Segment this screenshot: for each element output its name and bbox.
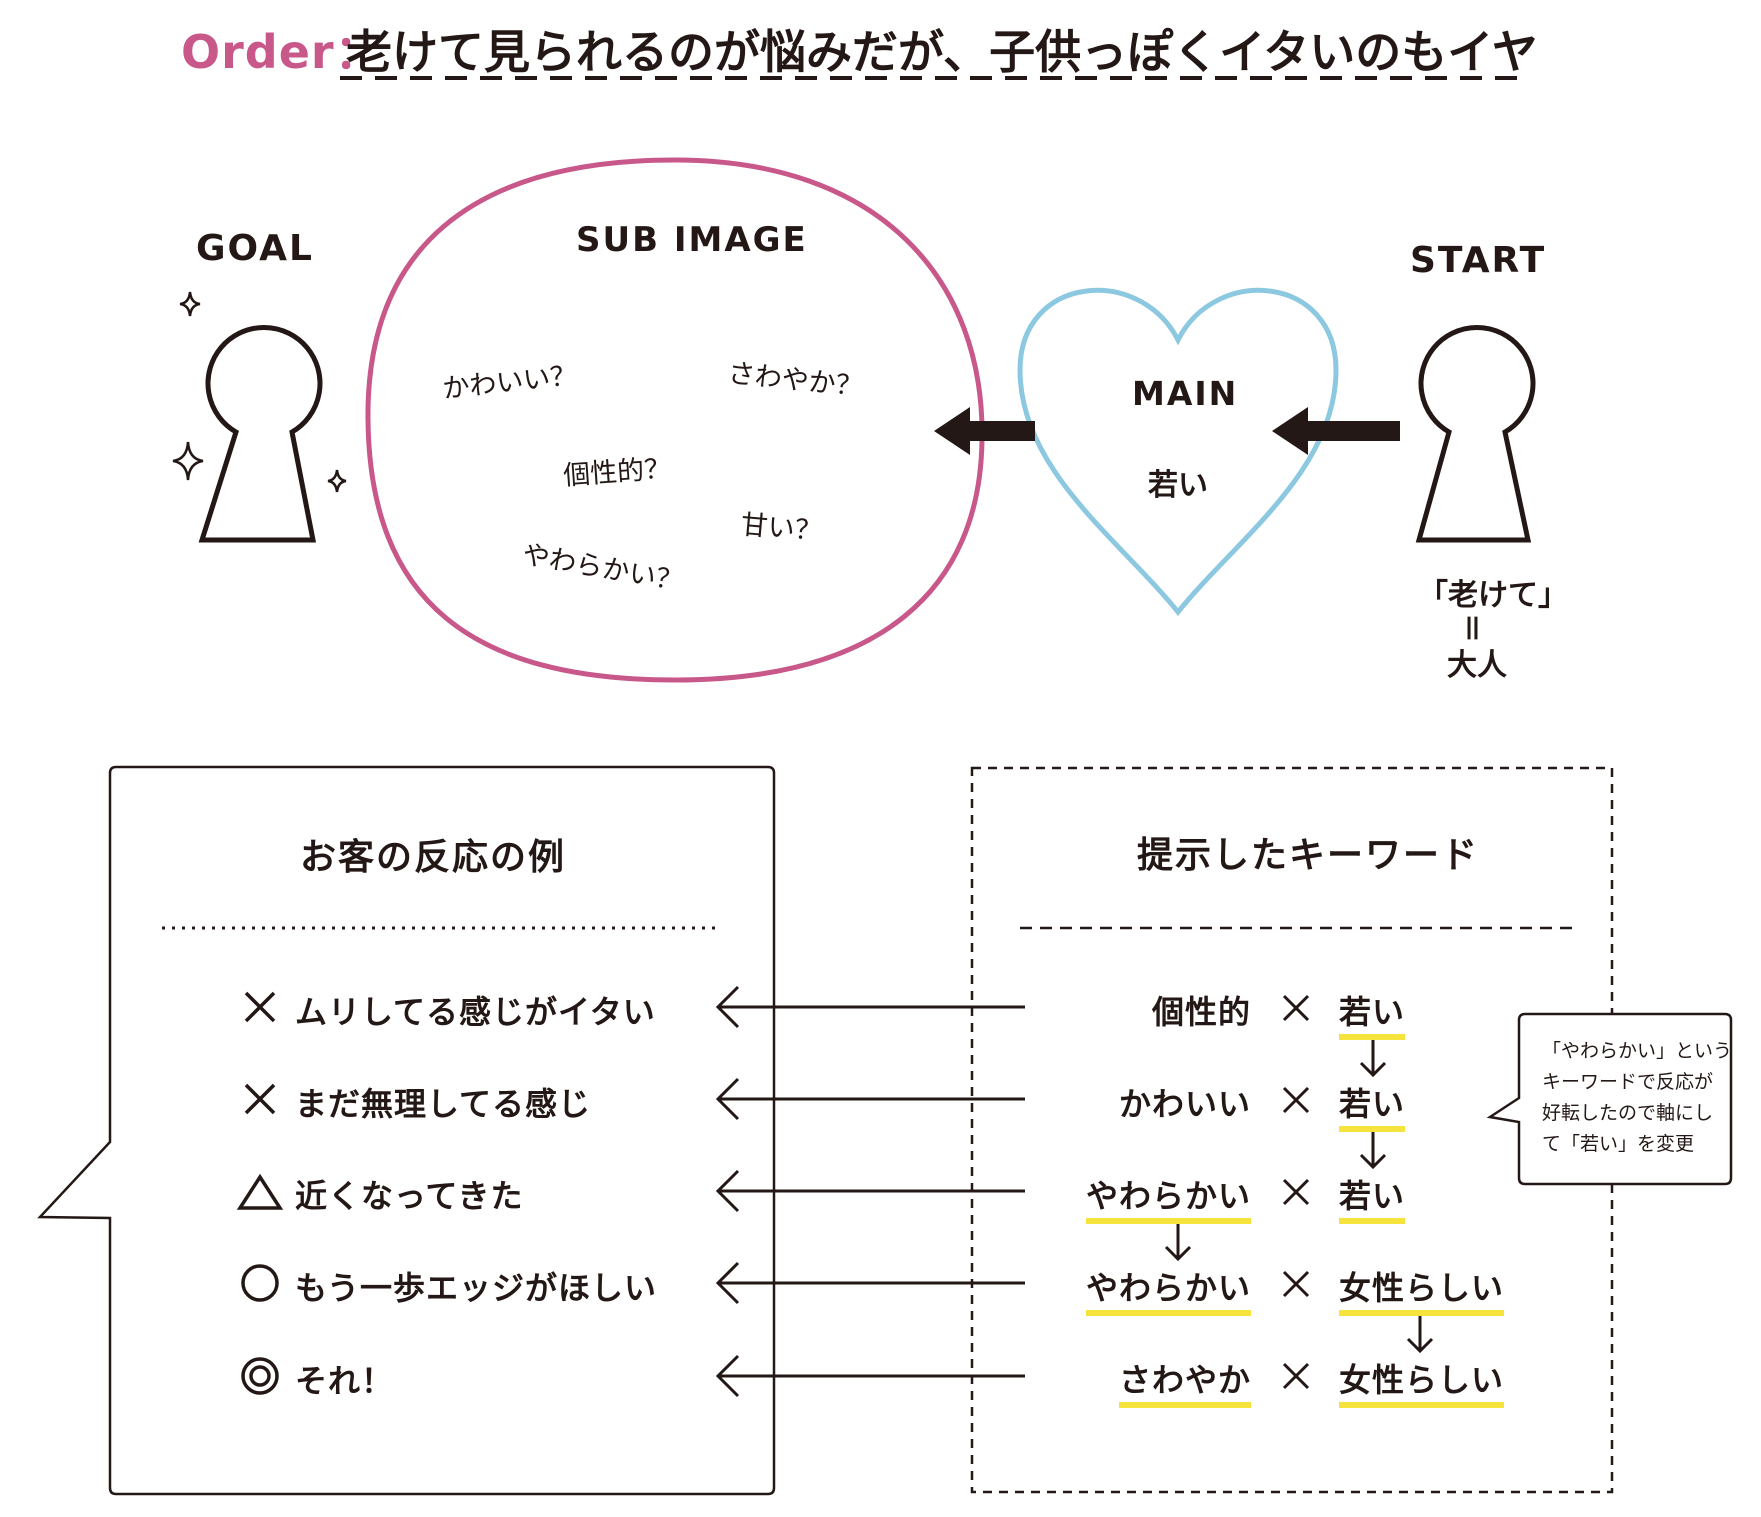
- times-icon: [1282, 1178, 1310, 1206]
- keyword-left: やわらかい: [1085, 1263, 1251, 1316]
- keywords-panel-box: [970, 766, 1614, 1494]
- sparkle-icon: [179, 291, 201, 317]
- reaction-item: もう一歩エッジがほしい: [295, 1269, 658, 1307]
- keyword-right: 女性らしい: [1339, 1263, 1505, 1316]
- start-keyhole-icon: [1415, 325, 1536, 543]
- mark-triangle-icon: [236, 1173, 284, 1210]
- down-arrow-icon: [1406, 1316, 1434, 1354]
- note-line: キーワードで反応が: [1542, 1071, 1714, 1093]
- start-note-line: ＝: [1453, 613, 1488, 643]
- keyword-right: 若い: [1339, 1171, 1406, 1224]
- goal-keyhole-icon: [198, 325, 323, 543]
- keyword-left: 個性的: [1151, 993, 1251, 1031]
- note-line: 「やわらかい」という: [1542, 1040, 1733, 1062]
- down-arrow-icon: [1359, 1132, 1387, 1170]
- sub-image-label: SUB IMAGE: [576, 220, 808, 260]
- start-label: START: [1410, 240, 1547, 281]
- note-box: [1486, 1012, 1733, 1186]
- sparkle-icon: [327, 469, 347, 493]
- keyword-right: 女性らしい: [1339, 1355, 1505, 1408]
- mark-cross-icon: [244, 1083, 276, 1115]
- page-title: 老けて見られるのが悩みだが、子供っぽくイタいのもイヤ: [346, 25, 1538, 79]
- reactions-panel-title: お客の反応の例: [300, 837, 567, 878]
- sub-image-blob: [365, 157, 985, 683]
- sparkle-icon: [172, 441, 204, 481]
- reactions-panel-box: [37, 765, 776, 1496]
- note-line: 好転したので軸にし: [1542, 1102, 1714, 1124]
- keyword-left: やわらかい: [1085, 1171, 1251, 1224]
- down-arrow-icon: [1164, 1224, 1192, 1262]
- main-word: 若い: [1148, 468, 1208, 503]
- arrow-main-to-sub-head: [934, 407, 970, 455]
- start-note-line: 大人: [1447, 648, 1507, 683]
- arrow-start-to-main-head: [1272, 407, 1308, 455]
- mark-double-circle-icon: [241, 1357, 279, 1395]
- reaction-arrow: [715, 1354, 1025, 1398]
- times-icon: [1282, 1362, 1310, 1390]
- keyword-right: 若い: [1339, 1079, 1406, 1132]
- reaction-arrow: [715, 985, 1025, 1029]
- reaction-item: 近くなってきた: [295, 1177, 524, 1215]
- reaction-item: まだ無理してる感じ: [295, 1085, 592, 1123]
- keyword-right: 若い: [1339, 987, 1406, 1040]
- main-label: MAIN: [1132, 374, 1239, 413]
- main-heart-shape: [1017, 287, 1339, 616]
- sub-word: 個性的？: [562, 453, 673, 492]
- times-icon: [1282, 994, 1310, 1022]
- reaction-arrow: [715, 1169, 1025, 1213]
- keyword-left: さわやか: [1118, 1355, 1251, 1408]
- title-order-label: Order：: [181, 25, 382, 79]
- keywords-panel-title: 提示したキーワード: [1137, 835, 1480, 876]
- reaction-item: それ！: [295, 1362, 395, 1400]
- reaction-item: ムリしてる感じがイタい: [295, 993, 656, 1031]
- reaction-arrow: [715, 1261, 1025, 1305]
- times-icon: [1282, 1086, 1310, 1114]
- mark-cross-icon: [244, 991, 276, 1023]
- times-icon: [1282, 1270, 1310, 1298]
- keyword-left: かわいい: [1118, 1085, 1251, 1123]
- mark-circle-icon: [241, 1264, 279, 1302]
- note-line: て「若い」を変更: [1542, 1133, 1695, 1155]
- goal-label: GOAL: [196, 228, 314, 269]
- down-arrow-icon: [1359, 1040, 1387, 1078]
- sub-word: 甘い？: [739, 509, 823, 548]
- start-note-line: 「老けて」: [1418, 578, 1568, 613]
- reaction-arrow: [715, 1077, 1025, 1121]
